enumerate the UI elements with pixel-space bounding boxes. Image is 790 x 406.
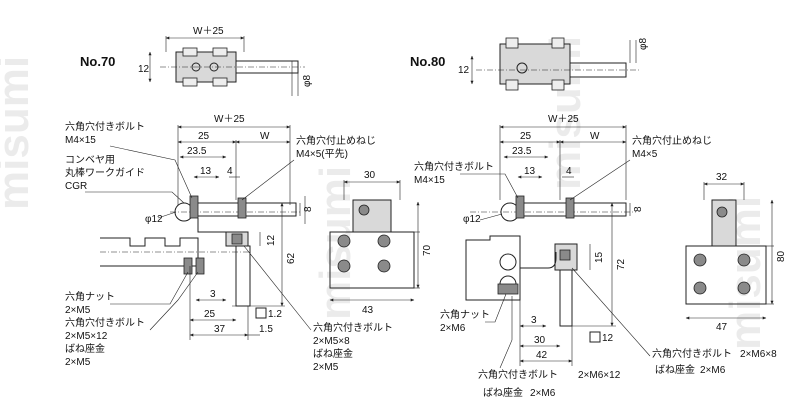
no70-label-bolt-top-1: 六角穴付きボルト: [65, 120, 145, 133]
no70-dim-12: 12: [266, 234, 277, 246]
no70-side-43: 43: [362, 305, 374, 316]
no80-dim-72: 72: [616, 258, 627, 270]
no70-label-bolt-b1: 六角穴付きボルト: [65, 316, 145, 329]
no70-label-bolt-b2: 2×M5×12: [65, 331, 108, 342]
watermark: misumi misumi misumi misumi: [0, 36, 770, 350]
no70-title: No.70: [80, 54, 115, 69]
no70-dim-37: 37: [214, 324, 226, 335]
no70-dim-23-5: 23.5: [187, 146, 207, 157]
no70-dim-25b: 25: [204, 309, 216, 320]
no80-dim-w25: W＋25: [548, 114, 579, 125]
no70-dim-25: 25: [198, 131, 210, 142]
no80-labels: 六角穴付きボルト M4×15 六角穴付止めねじ M4×5 六角ナット 2×M6 …: [414, 134, 777, 399]
no70-label-guide-3: CGR: [65, 181, 87, 192]
no70-dim-1-5: 1.5: [259, 324, 273, 335]
no80-side-view: 32 80 47: [685, 172, 787, 333]
no80-label-bolt-r2: 2×M6×8: [740, 349, 777, 360]
no70-label-nut-1: 六角ナット: [65, 291, 115, 303]
no70-box-1-2: 1.2: [268, 309, 282, 320]
no70-dim-8: 8: [303, 206, 314, 212]
no80-title: No.80: [410, 54, 445, 69]
no80-label-bolt-top-1: 六角穴付きボルト: [414, 160, 494, 173]
no70-side-view: 30 70 43: [329, 170, 433, 316]
no70-top-h12: 12: [138, 64, 150, 75]
no80-dim-23-5: 23.5: [512, 146, 532, 157]
no80-label-bolt-top-2: M4×15: [414, 175, 445, 186]
no70-label-nut-2: 2×M5: [65, 305, 91, 316]
no70-front-view: W＋25 25 W 23.5 13 4 φ12 8 12: [100, 114, 314, 340]
no70-dim-w25: W＋25: [214, 114, 245, 125]
no80-label-bolt-r1: 六角穴付きボルト: [652, 347, 732, 360]
no70-dim-4: 4: [227, 166, 233, 177]
no80-label-washer-1: ばね座金: [483, 386, 523, 399]
no70-phi12: φ12: [145, 214, 163, 225]
no80-top-view: 12 φ8: [458, 38, 649, 91]
no80-label-washer-r1: ばね座金: [655, 363, 695, 376]
no70-label-washer-1: ばね座金: [65, 342, 105, 355]
no80-label-set-1: 六角穴付止めねじ: [632, 134, 712, 147]
no80-dim-4: 4: [566, 166, 572, 177]
no80-label-bolt-b1: 六角穴付きボルト: [478, 368, 558, 381]
no80-dim-13: 13: [524, 166, 536, 177]
no80-label-washer-2: 2×M6: [530, 388, 556, 399]
no80-side-32: 32: [716, 172, 728, 183]
no80-dim-30: 30: [534, 335, 546, 346]
no70-label-set-2: M4×5(平先): [296, 148, 348, 160]
no70-label-bolt-r2: 2×M5×8: [313, 336, 350, 347]
svg-text:misumi: misumi: [311, 166, 360, 320]
no70-label-washer-r2: 2×M5: [313, 362, 339, 373]
no80-dim-8: 8: [633, 206, 644, 212]
svg-text:misumi: misumi: [0, 56, 38, 210]
no70-dim-62: 62: [286, 252, 297, 264]
no70-label-set-1: 六角穴付止めねじ: [296, 134, 376, 147]
no80-phi12: φ12: [463, 214, 481, 225]
no80-top-d8: φ8: [638, 38, 649, 50]
no80-dim-42: 42: [536, 350, 548, 361]
no80-side-80: 80: [776, 250, 787, 262]
no80-front-view: W＋25 25 W 23.5 13 4 φ12 8 15 72: [463, 114, 644, 366]
no70-dim-13: 13: [200, 166, 212, 177]
no70-side-30: 30: [364, 170, 376, 181]
no80-dim-25: 25: [520, 131, 532, 142]
no70-top-w25: W＋25: [193, 26, 224, 37]
no70-labels: 六角穴付きボルト M4×15 コンベヤ用 丸棒ワークガイド CGR 六角穴付止め…: [65, 120, 393, 373]
no80-dim-15: 15: [594, 251, 605, 263]
no80-dim-3: 3: [531, 315, 537, 326]
no70-top-d8: φ8: [302, 75, 313, 87]
no70-label-bolt-top-2: M4×15: [65, 135, 96, 146]
no70-dim-3: 3: [210, 289, 216, 300]
no70-label-guide-1: コンベヤ用: [65, 154, 115, 166]
no80-label-washer-r2: 2×M6: [700, 365, 726, 376]
no70-label-washer-r1: ばね座金: [313, 347, 353, 360]
no70-dim-w: W: [260, 131, 270, 142]
no70-label-guide-2: 丸棒ワークガイド: [65, 166, 145, 179]
no70-label-bolt-r1: 六角穴付きボルト: [313, 321, 393, 334]
no80-label-set-2: M4×5: [632, 149, 658, 160]
no80-top-h12: 12: [458, 65, 470, 76]
no80-label-nut-2: 2×M6: [440, 323, 466, 334]
no80-label-nut-1: 六角ナット: [440, 309, 490, 321]
no70-top-view: W＋25 12 φ8: [138, 26, 313, 96]
no80-dim-w: W: [590, 131, 600, 142]
no80-box-12: 12: [602, 333, 614, 344]
no80-side-47: 47: [716, 322, 728, 333]
no70-side-70: 70: [422, 244, 433, 256]
no80-label-bolt-b2: 2×M6×12: [578, 370, 621, 381]
no70-label-washer-2: 2×M5: [65, 357, 91, 368]
